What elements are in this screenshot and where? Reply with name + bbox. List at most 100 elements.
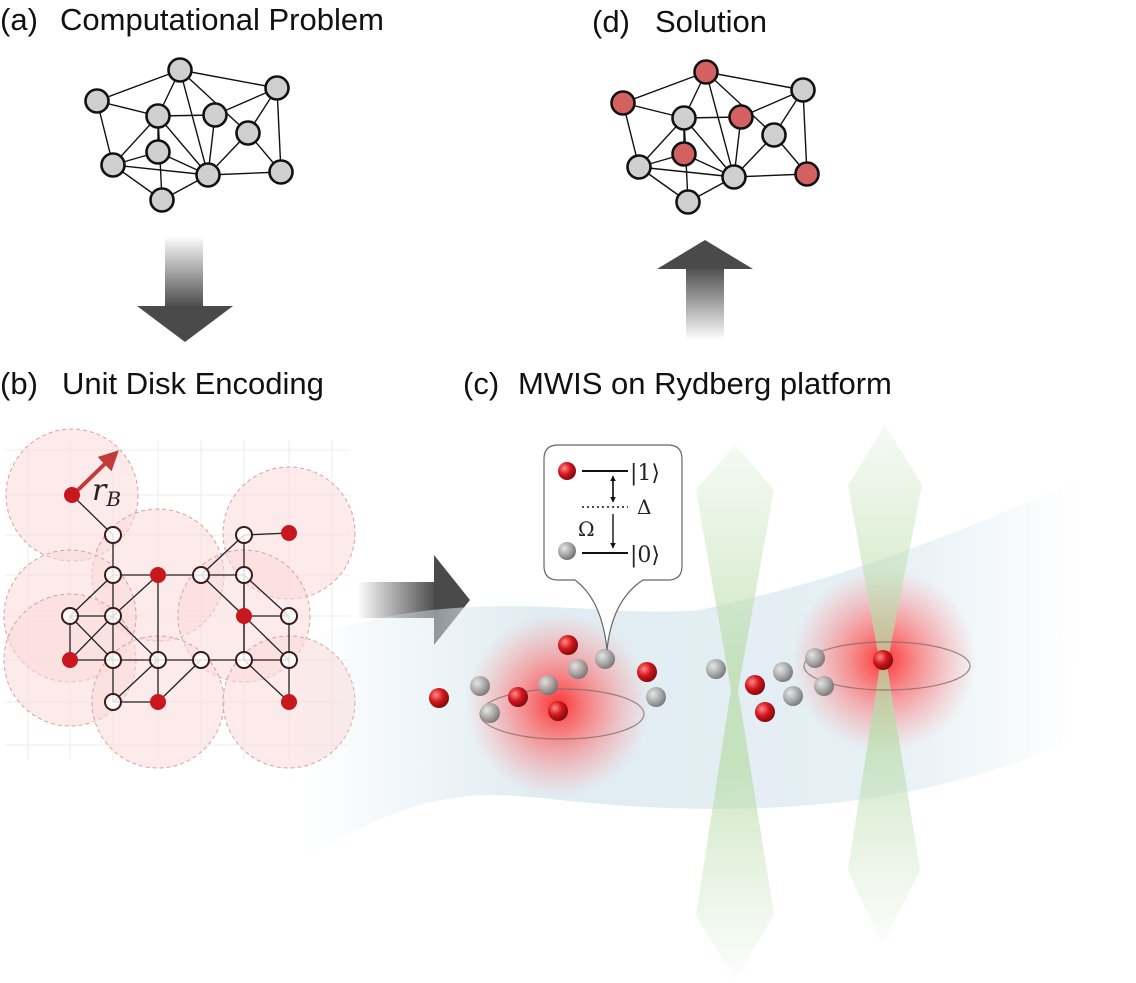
vertex-open <box>104 566 122 584</box>
panel-d-title: Solution <box>655 4 767 39</box>
graph-edge <box>705 71 804 91</box>
atom-excited <box>637 662 657 682</box>
graph-edge <box>683 117 735 178</box>
graph-edge <box>705 71 735 178</box>
graph-node-selected <box>693 59 719 85</box>
vertex-open <box>235 651 253 669</box>
ground-atom-icon <box>558 542 576 560</box>
unit-disk-edge <box>157 659 202 703</box>
graph-node <box>100 152 126 178</box>
panel-c-tag: (c) <box>463 366 499 401</box>
vertex-open <box>192 651 210 669</box>
vertex-open <box>280 607 298 625</box>
vertex-open <box>235 526 253 544</box>
vertex-open <box>104 651 122 669</box>
unit-disk-edge <box>200 574 245 617</box>
vertex-open <box>61 607 79 625</box>
radius-label: rB <box>92 473 121 511</box>
radius-arrow <box>76 450 119 492</box>
energy-level-inset: |1⟩ |0⟩ Δ Ω <box>543 444 683 651</box>
panel-b-title: Unit Disk Encoding <box>62 366 324 401</box>
atom-ground <box>783 686 803 706</box>
atom-ground <box>480 703 500 723</box>
graph-edge <box>157 115 209 176</box>
graph-edge <box>179 69 249 134</box>
graph-node <box>149 187 175 213</box>
excited-atom-icon <box>558 462 576 480</box>
state-excited-label: |1⟩ <box>630 461 660 486</box>
graph-node-selected <box>610 90 636 116</box>
graph-node <box>761 122 787 148</box>
vertex-filled <box>64 487 80 503</box>
panel-a-tag: (a) <box>0 2 38 37</box>
unit-disk-edge <box>69 615 114 661</box>
vertex-filled <box>281 525 297 541</box>
unit-disk-edge <box>71 494 114 536</box>
atom-ground <box>470 676 490 696</box>
problem-graph <box>84 57 294 213</box>
atom-ground <box>773 662 793 682</box>
atom-excited <box>558 635 578 655</box>
vertex-filled <box>281 694 297 710</box>
atom-ground <box>568 659 588 679</box>
atom-excited <box>508 687 528 707</box>
vertex-filled <box>236 608 252 624</box>
panel-a-title: Computational Problem <box>60 2 384 37</box>
state-ground-label: |0⟩ <box>630 543 660 568</box>
unit-disk-edge <box>243 574 290 617</box>
vertex-open <box>192 566 210 584</box>
graph-node <box>626 154 652 180</box>
vertex-open <box>104 607 122 625</box>
unit-disk-edge <box>112 574 159 617</box>
unit-disk-edge <box>112 659 159 703</box>
panel-c-title: MWIS on Rydberg platform <box>518 366 892 401</box>
graph-node <box>675 189 701 215</box>
graph-node <box>671 105 697 131</box>
arrow-c-to-d <box>657 240 753 340</box>
graph-node <box>84 88 110 114</box>
vertex-filled <box>62 652 78 668</box>
solution-graph <box>610 59 820 215</box>
atom-excited <box>873 650 893 670</box>
unit-disk-edge <box>200 534 245 576</box>
unit-disk-edge <box>243 659 290 703</box>
graph-node <box>195 162 221 188</box>
graph-node <box>202 102 228 128</box>
graph-node-selected <box>794 161 820 187</box>
atom-ground <box>814 676 834 696</box>
graph-node-selected <box>728 104 754 130</box>
graph-node <box>167 57 193 83</box>
laser-beam-left <box>696 445 774 980</box>
addressing-ellipse-left <box>479 688 645 740</box>
atom-ground <box>538 675 558 695</box>
graph-node <box>790 77 816 103</box>
graph-node <box>145 139 171 165</box>
graph-node <box>721 164 747 190</box>
laser-beam-right <box>848 425 922 945</box>
graph-node <box>145 103 171 129</box>
graph-edge <box>96 69 181 102</box>
unit-disk-vertices <box>61 487 298 711</box>
unit-disk-edge <box>69 574 114 617</box>
vertex-open <box>149 651 167 669</box>
graph-node <box>268 159 294 185</box>
rabi-label: Ω <box>578 517 595 541</box>
arrow-b-to-c <box>357 555 470 645</box>
detuning-label: Δ <box>637 495 651 519</box>
graph-edge <box>802 89 808 175</box>
addressing-ellipse-right <box>803 641 971 691</box>
atom-excited <box>745 675 765 695</box>
atom-array <box>429 635 893 723</box>
panel-d-tag: (d) <box>592 4 630 39</box>
graph-edge <box>179 69 278 89</box>
atom-ground <box>805 648 825 668</box>
atom-ground <box>595 649 615 669</box>
vertex-open <box>104 526 122 544</box>
graph-edge <box>622 71 707 104</box>
vertex-filled <box>150 567 166 583</box>
atom-ground <box>706 659 726 679</box>
graph-edge <box>705 71 775 136</box>
unit-disk-edge <box>243 615 290 661</box>
atom-excited <box>548 701 568 721</box>
